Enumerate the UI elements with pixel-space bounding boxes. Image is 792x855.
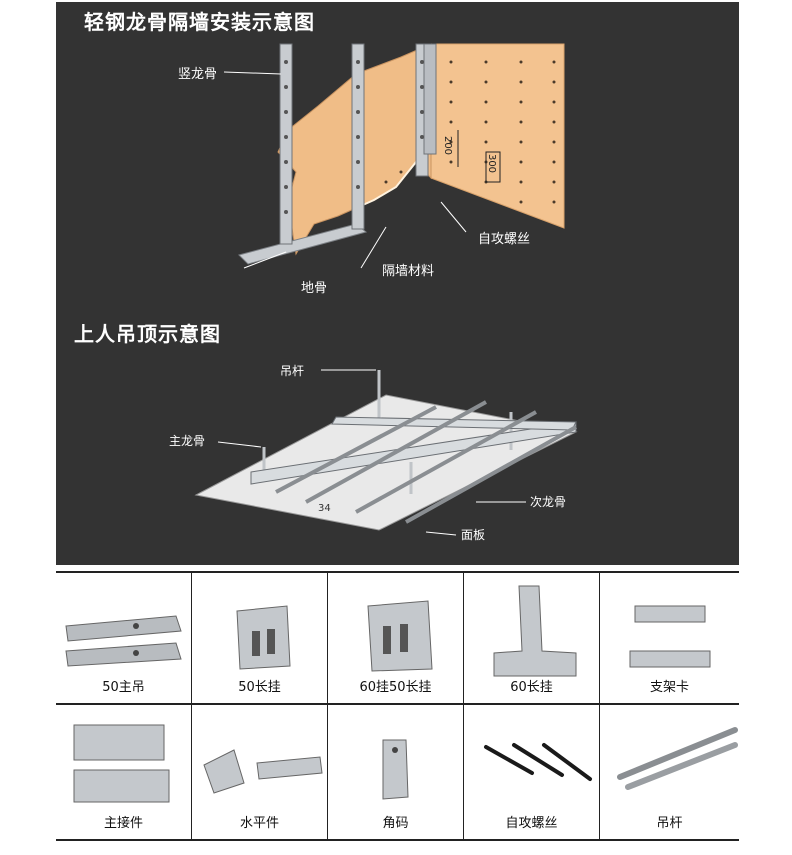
part-label: 吊杆 <box>656 816 683 831</box>
wall-diagram-title: 轻钢龙骨隔墙安装示意图 <box>84 10 315 34</box>
grid-line-middle <box>56 703 739 705</box>
label-floor-keel: 地骨 <box>301 281 328 296</box>
secondary-keels <box>275 400 577 524</box>
label-num-34: 34 <box>318 503 331 514</box>
part-image-50-main-hanger <box>65 615 182 667</box>
label-hanger-rod: 吊杆 <box>280 364 305 378</box>
grid-line-top <box>56 571 739 573</box>
parts-grid: 50主吊 50长挂 60挂50长挂 60长挂 支架卡 主接件 <box>56 571 739 841</box>
part-image-level-piece <box>203 749 323 794</box>
floor-track <box>238 223 368 265</box>
part-label: 60长挂 <box>510 680 553 695</box>
leader-floor-keel <box>243 251 287 269</box>
dim-300-box <box>485 151 501 183</box>
ceiling-drawing <box>194 369 578 536</box>
part-label: 50主吊 <box>102 680 145 695</box>
part-cell-self-tapping-screw: 自攻螺丝 <box>464 705 600 839</box>
part-cell-bracket-clip: 支架卡 <box>600 571 739 703</box>
part-cell-60-long-hanger: 60长挂 <box>464 571 600 703</box>
part-label: 主接件 <box>103 816 143 831</box>
part-label: 角码 <box>382 816 409 831</box>
label-main-keel: 主龙骨 <box>169 434 206 448</box>
part-cell-level-piece: 水平件 <box>192 705 328 839</box>
leader-screw <box>440 201 467 233</box>
part-image-main-connector <box>73 724 170 803</box>
leader-panel <box>425 531 457 536</box>
part-image-60-long-hanger <box>493 585 577 677</box>
part-label: 支架卡 <box>649 680 689 695</box>
ceiling-diagram-title: 上人吊顶示意图 <box>74 322 221 346</box>
part-label: 水平件 <box>239 816 279 831</box>
part-cell-50-long-hanger: 50长挂 <box>192 571 328 703</box>
label-vertical-keel: 竖龙骨 <box>178 67 218 82</box>
part-cell-corner-bracket: 角码 <box>328 705 464 839</box>
part-label: 50长挂 <box>238 680 281 695</box>
part-image-self-tapping-screw <box>484 743 592 781</box>
part-cell-main-connector: 主接件 <box>56 705 192 839</box>
part-image-50-long-hanger <box>236 605 291 670</box>
label-wall-material: 隔墙材料 <box>382 264 435 279</box>
stud-holes <box>284 60 424 214</box>
main-keels <box>250 416 577 485</box>
leader-vertical-keel <box>223 71 282 75</box>
part-label: 60挂50长挂 <box>359 680 432 695</box>
diagram-panel: 轻钢龙骨隔墙安装示意图 <box>56 2 739 565</box>
label-self-tapping-screw: 自攻螺丝 <box>478 232 531 247</box>
label-panel: 面板 <box>461 528 486 542</box>
part-cell-50-main-hanger: 50主吊 <box>56 571 192 703</box>
part-image-hanger-rod <box>617 727 738 790</box>
part-image-bracket-clip <box>629 605 711 668</box>
label-secondary-keel: 次龙骨 <box>530 495 567 509</box>
partition-wall-drawing <box>223 43 565 269</box>
part-cell-hanger-rod: 吊杆 <box>600 705 739 839</box>
part-image-60-50-long-hanger <box>367 600 433 672</box>
leader-wall-material <box>360 226 387 269</box>
part-cell-60-50-long-hanger: 60挂50长挂 <box>328 571 464 703</box>
grid-line-bottom <box>56 839 739 841</box>
leader-main-keel <box>217 441 262 448</box>
part-label: 自攻螺丝 <box>505 816 558 831</box>
screw-dots <box>384 60 556 204</box>
part-image-corner-bracket <box>382 739 409 800</box>
